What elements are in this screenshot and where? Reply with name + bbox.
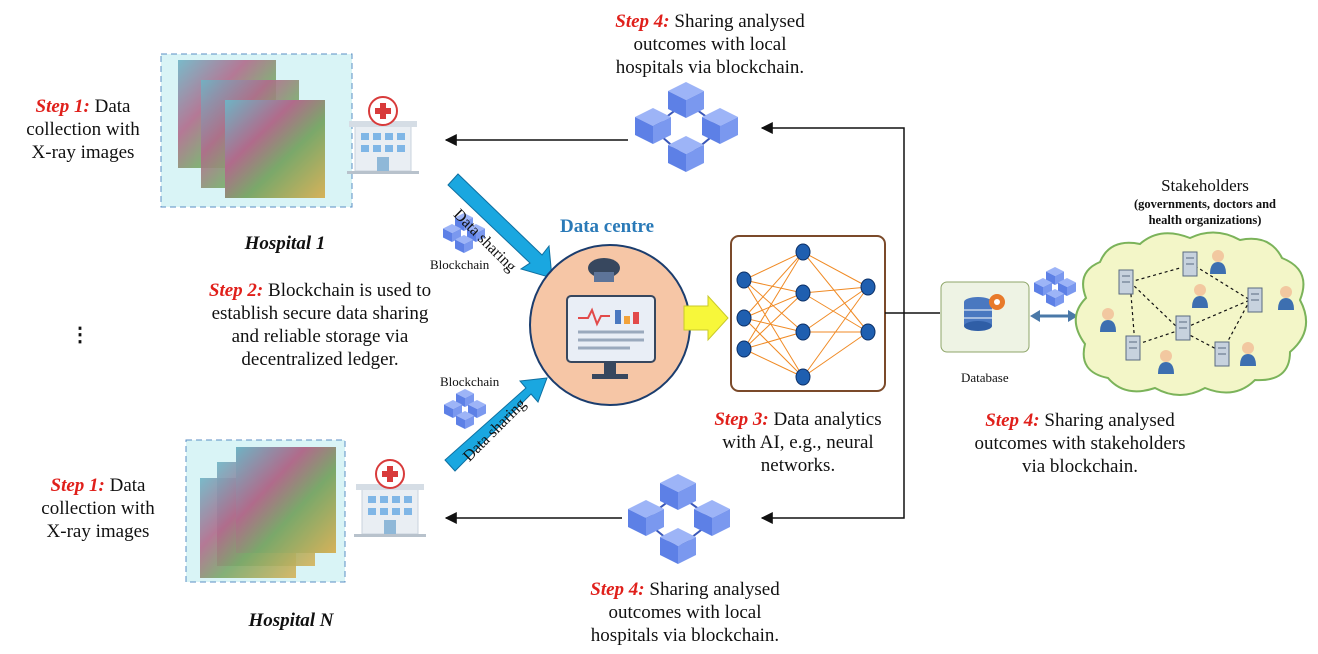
step-3-label: Step 3:	[714, 409, 769, 430]
nn-connection	[743, 251, 804, 319]
nn-node	[795, 323, 811, 341]
nn-connection	[743, 317, 804, 378]
xray-stack-hospital-1	[160, 53, 353, 208]
blockchain-label-top: Blockchain	[430, 257, 490, 272]
step-3-line-3: networks.	[760, 455, 836, 476]
nn-node	[736, 340, 752, 358]
step-2-line-4: decentralized ledger.	[241, 349, 399, 370]
step-4-bottom-line-1: Sharing analysed	[649, 579, 780, 600]
stakeholders-sub-2: health organizations)	[1148, 213, 1262, 227]
nn-node	[736, 271, 752, 289]
small-blockchain-bottom	[444, 389, 486, 429]
step-4-right-line-3: via blockchain.	[1021, 456, 1139, 477]
nn-node	[795, 368, 811, 386]
xray-stack-hospital-n	[185, 439, 346, 583]
data-centre-node	[529, 244, 691, 406]
nn-node	[736, 309, 752, 327]
step-1n-line-1: Data	[109, 475, 146, 496]
step-2-line-1: Blockchain is used to	[268, 280, 432, 301]
step-3-line-2: with AI, e.g., neural	[722, 432, 874, 453]
hospital-n-icon	[353, 459, 427, 538]
step-2-line-3: and reliable storage via	[231, 326, 409, 347]
nn-connection	[743, 251, 804, 350]
stakeholders-header: Stakeholders (governments, doctors and h…	[1105, 176, 1305, 228]
hospital-1-icon	[346, 96, 420, 175]
nn-connection	[743, 317, 804, 333]
step-4-bottom-line-2: outcomes with local	[608, 602, 762, 623]
step-1n-line-2: collection with	[41, 498, 155, 519]
nn-connection	[802, 331, 869, 378]
step-1-label: Step 1:	[35, 96, 90, 117]
nn-connection	[743, 292, 804, 350]
step-1-line-1: Data	[94, 96, 131, 117]
step-1-line-2: collection with	[26, 119, 140, 140]
double-arrow	[1030, 310, 1078, 322]
step-1-line-3: X-ray images	[31, 142, 135, 163]
nn-connection	[743, 279, 804, 378]
stakeholders-title: Stakeholders	[1161, 176, 1249, 195]
step-4-right-line-1: Sharing analysed	[1044, 410, 1175, 431]
step-4-right-label: Step 4:	[985, 410, 1040, 431]
yellow-arrow	[683, 294, 729, 342]
step-4-top-line-1: Sharing analysed	[674, 11, 805, 32]
nn-connection	[802, 286, 869, 294]
more-hospitals-ellipsis: ⋮	[70, 324, 90, 346]
nn-connection	[743, 331, 804, 350]
nn-node	[860, 278, 876, 296]
nn-node	[795, 243, 811, 261]
step-4-top-line-3: hospitals via blockchain.	[615, 57, 805, 78]
step-4-right-line-2: outcomes with stakeholders	[974, 433, 1186, 454]
neural-network-box	[730, 235, 886, 392]
small-blockchain-right	[1034, 267, 1076, 307]
step-3-text: Step 3: Data analytics with AI, e.g., ne…	[683, 408, 913, 477]
nn-connection	[743, 292, 804, 319]
step-3-line-1: Data analytics	[773, 409, 882, 430]
nn-connection	[802, 251, 869, 333]
database-node	[940, 281, 1030, 353]
step-4-top-line-2: outcomes with local	[633, 34, 787, 55]
nn-connection	[743, 279, 804, 294]
data-centre-label: Data centre	[560, 216, 655, 237]
data-sharing-arrow-top	[447, 173, 553, 279]
blockchain-label-bottom: Blockchain	[440, 374, 500, 389]
step-1n-line-3: X-ray images	[46, 521, 150, 542]
stakeholders-cloud	[1074, 231, 1308, 396]
hospital-n-label: Hospital N	[248, 610, 334, 631]
step-4-bottom-text: Step 4: Sharing analysed outcomes with l…	[555, 578, 815, 647]
nn-connection	[802, 292, 869, 333]
step-4-top-text: Step 4: Sharing analysed outcomes with l…	[580, 10, 840, 79]
step-1n-label: Step 1:	[50, 475, 105, 496]
nn-connection	[743, 251, 804, 281]
step-2-line-2: establish secure data sharing	[211, 303, 429, 324]
big-blockchain-top	[635, 82, 738, 172]
hospital-1-step-1-text: Step 1: Data collection with X-ray image…	[8, 95, 158, 164]
nn-connection	[802, 286, 869, 378]
nn-node	[860, 323, 876, 341]
big-blockchain-bottom	[628, 474, 730, 564]
step-4-bottom-line-3: hospitals via blockchain.	[590, 625, 780, 646]
step-4-bottom-label: Step 4:	[590, 579, 645, 600]
step-4-right-text: Step 4: Sharing analysed outcomes with s…	[950, 409, 1210, 478]
data-sharing-arrow-bottom	[444, 377, 548, 472]
stakeholders-sub-1: (governments, doctors and	[1133, 197, 1276, 211]
nn-connection	[802, 286, 869, 333]
hospital-1-label: Hospital 1	[244, 233, 326, 254]
step-4-top-label: Step 4:	[615, 11, 670, 32]
nn-node	[795, 284, 811, 302]
hospital-n-step-1-text: Step 1: Data collection with X-ray image…	[18, 474, 178, 543]
nn-connection	[743, 348, 804, 378]
step-2-label: Step 2:	[208, 280, 264, 301]
step-2-text: Step 2: Blockchain is used to establish …	[175, 279, 465, 371]
database-label: Database	[961, 370, 1009, 385]
nn-connection	[802, 251, 869, 288]
